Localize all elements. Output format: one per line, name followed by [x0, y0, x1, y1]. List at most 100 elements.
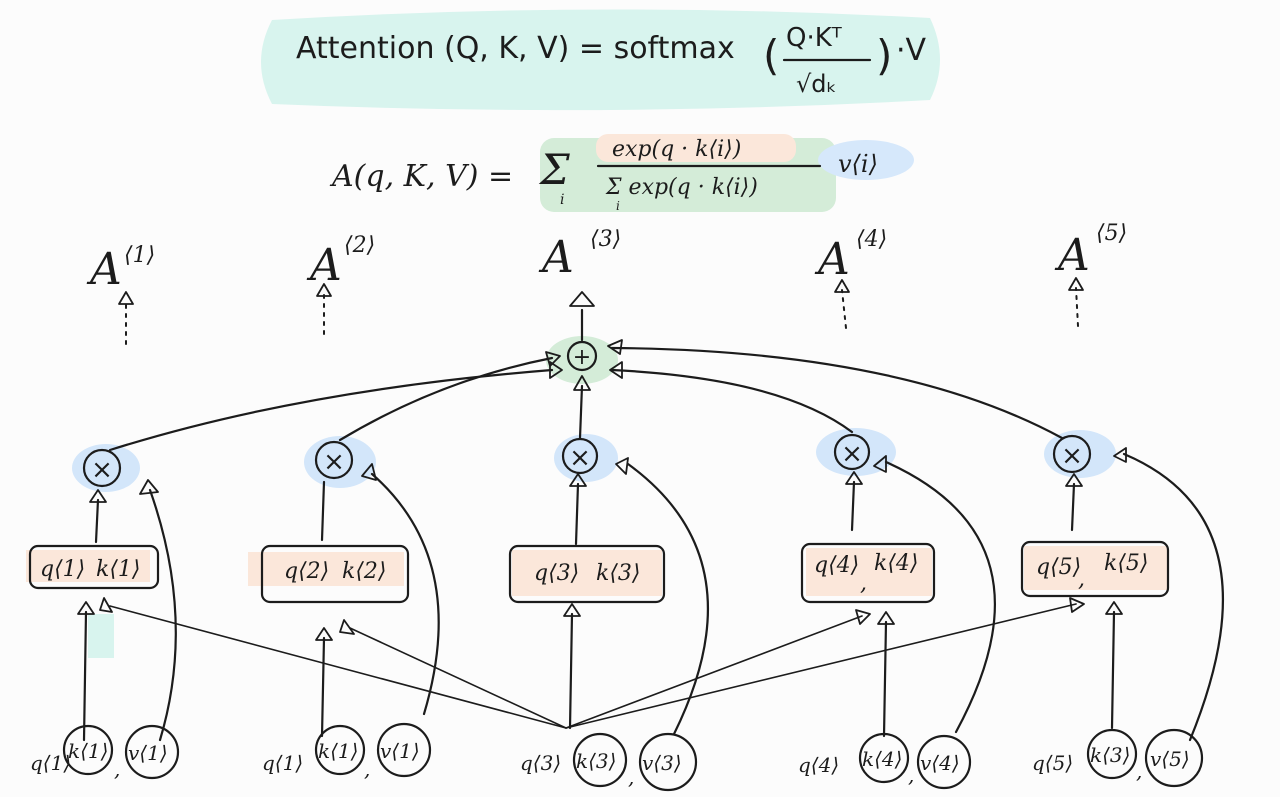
formula-open-paren: ( — [763, 31, 779, 80]
arrowhead — [315, 627, 333, 641]
arrowhead — [1105, 601, 1123, 615]
arrowhead — [573, 375, 591, 391]
input-k-circle — [62, 724, 114, 776]
dotted-arrow-4 — [841, 289, 847, 329]
output-symbol: A — [306, 240, 342, 291]
sum-node: + — [546, 291, 618, 384]
arrowhead — [855, 609, 871, 625]
score-box-highlight — [1024, 546, 1168, 590]
arrowhead — [1069, 597, 1085, 613]
sum-index: i — [560, 192, 564, 208]
arrowhead — [545, 351, 561, 367]
dotted-output-arrows — [118, 277, 1084, 345]
multiply-icon: × — [841, 439, 863, 469]
output-label-3: A ⟨3⟩ — [538, 227, 621, 283]
box4-to-multiply — [850, 480, 856, 532]
output-symbol: A — [86, 244, 122, 295]
q3-to-box5 — [565, 603, 1077, 729]
k3-to-box — [568, 612, 574, 730]
arrowhead — [99, 597, 113, 613]
arrowhead — [1113, 447, 1127, 463]
per-query-formula: A(q, K, V) = Σ i exp(q · k⟨i⟩) Σ exp(q ·… — [329, 134, 914, 213]
q1-to-box — [82, 610, 88, 742]
input-separator: , — [364, 757, 370, 781]
output-superscript: ⟨4⟩ — [856, 227, 887, 252]
dotted-arrow-5 — [1075, 287, 1079, 327]
input-q: q⟨4⟩ — [798, 753, 839, 777]
formula-numerator: Q·Kᵀ — [786, 23, 843, 53]
box3-to-multiply — [574, 482, 580, 546]
mult4-to-sum — [610, 368, 854, 434]
score-q: q⟨1⟩ — [40, 557, 85, 582]
mult5-to-sum — [610, 346, 1064, 440]
sum-node-highlight — [546, 336, 618, 384]
input-v: v⟨1⟩ — [380, 739, 420, 763]
score-box-highlight — [512, 550, 662, 596]
mid-lhs: A(q, K, V) = — [329, 159, 513, 194]
arrowhead — [607, 339, 623, 355]
box5-to-multiply — [1070, 482, 1076, 532]
numerator-highlight — [596, 134, 796, 162]
input-k: k⟨3⟩ — [1090, 743, 1130, 767]
input-k-circle — [572, 732, 628, 788]
denominator-index: i — [616, 199, 620, 213]
q2-to-box — [320, 636, 326, 738]
input-v: v⟨3⟩ — [642, 751, 682, 775]
score-box-5: q⟨5⟩ , k⟨5⟩ — [1020, 540, 1170, 598]
arrowhead — [316, 283, 332, 297]
output-superscript: ⟨2⟩ — [344, 233, 375, 258]
multiply-icon: × — [323, 447, 345, 477]
input-k: k⟨4⟩ — [862, 747, 902, 771]
multiply-node-4: × — [816, 428, 896, 476]
v4-to-multiply — [884, 460, 996, 734]
attention-formula: Attention (Q, K, V) = softmax ( Q·Kᵀ √dₖ… — [261, 9, 940, 111]
score-q: q⟨5⟩ — [1036, 555, 1081, 580]
arrowhead — [834, 279, 850, 293]
multiply-icon: × — [1061, 441, 1083, 471]
v5-to-multiply — [1122, 452, 1224, 742]
arrowhead — [1065, 473, 1083, 487]
input-v-circle — [376, 722, 432, 778]
q3-to-box4 — [565, 615, 863, 729]
arrowhead — [609, 361, 623, 379]
output-label-4: A ⟨4⟩ — [814, 227, 887, 285]
score-k: k⟨2⟩ — [342, 559, 387, 584]
score-box-outline — [800, 542, 936, 604]
score-box-2: q⟨2⟩ k⟨2⟩ — [248, 544, 410, 604]
formula-rhs: ·V — [896, 33, 927, 68]
input-v-circle — [1144, 728, 1204, 788]
multiply-icon: × — [569, 443, 591, 473]
score-box-outline — [1020, 540, 1170, 598]
formula-highlight — [261, 9, 940, 111]
formula-lhs: Attention (Q, K, V) = softmax — [296, 31, 735, 66]
output-label-5: A ⟨5⟩ — [1054, 221, 1127, 281]
arrowhead — [563, 603, 581, 617]
score-box-highlight — [248, 552, 404, 586]
v1-to-multiply — [148, 488, 177, 742]
multiply-node-2: × — [304, 436, 376, 488]
input-v-circle — [124, 724, 180, 780]
mult3-to-sum — [578, 384, 584, 440]
score-box-1: q⟨1⟩ k⟨1⟩ — [26, 544, 160, 590]
score-box-highlight — [26, 550, 150, 582]
mid-denominator: Σ exp(q · k⟨i⟩) — [605, 175, 758, 200]
input-q: q⟨5⟩ — [1032, 751, 1073, 775]
input-group-4: q⟨4⟩ k⟨4⟩ , v⟨4⟩ — [798, 732, 972, 790]
arrowhead — [139, 479, 159, 495]
score-k: k⟨3⟩ — [596, 561, 641, 586]
output-symbol: A — [814, 234, 850, 285]
score-k: k⟨4⟩ — [874, 551, 919, 576]
q3-to-box1 — [109, 605, 567, 729]
box1-to-multiply — [94, 498, 100, 544]
input-group-5: q⟨5⟩ k⟨3⟩ , v⟨5⟩ — [1032, 728, 1204, 788]
sum-sigma: Σ — [538, 145, 570, 194]
arrowhead — [118, 291, 134, 305]
input-separator: , — [908, 763, 914, 787]
input-k-circle — [314, 724, 366, 776]
score-box-outline — [260, 544, 410, 604]
arrowhead — [339, 619, 355, 635]
output-superscript: ⟨1⟩ — [124, 243, 155, 268]
input-separator: , — [628, 765, 634, 789]
multiply-node-1: × — [72, 444, 140, 492]
